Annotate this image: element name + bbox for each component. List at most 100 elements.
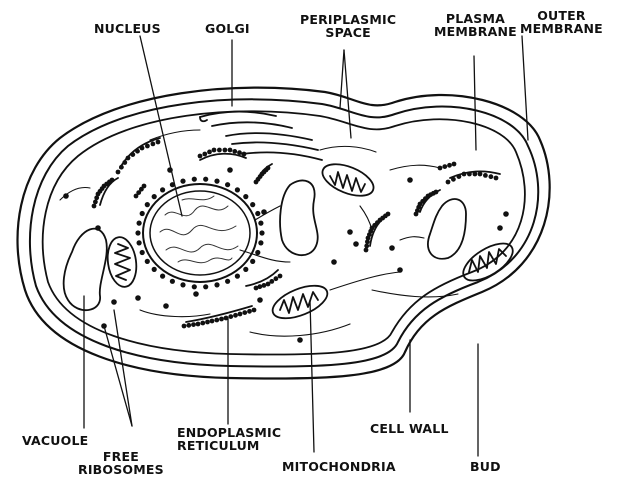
ribosome-dot — [223, 148, 228, 153]
vacuole-left — [64, 229, 107, 311]
ribosome-dot — [457, 174, 462, 179]
ribosome-dot — [489, 174, 494, 179]
ribosome-dot — [347, 229, 353, 235]
ribosome-dot — [145, 202, 150, 207]
ribosome-dot — [266, 166, 271, 171]
ribosome-dot — [214, 179, 219, 184]
ribosome-dot — [467, 172, 472, 177]
ribosome-dot — [110, 178, 115, 183]
ribosome-dot — [247, 309, 252, 314]
ribosome-dot — [397, 267, 403, 273]
ribosome-dot — [151, 142, 156, 147]
ribosome-dot — [497, 225, 503, 231]
leader-mitochondria — [310, 300, 314, 452]
ribosome-dot — [235, 187, 240, 192]
ribosome-dot — [156, 140, 161, 145]
ribosome-dot — [451, 177, 456, 182]
ribosome-dot — [478, 172, 483, 177]
ribosome-dot — [217, 148, 222, 153]
ribosome-dot — [111, 299, 117, 305]
ribosome-dot — [193, 291, 199, 297]
ribosome-dot — [446, 180, 451, 185]
ribosome-dot — [214, 318, 219, 323]
ribosome-dot — [152, 267, 157, 272]
label-outer-membrane: OUTER MEMBRANE — [520, 9, 603, 35]
ribosome-dot — [266, 282, 271, 287]
label-vacuole: VACUOLE — [22, 434, 88, 447]
ribosome-dot — [232, 149, 237, 154]
leader-plasma-membrane — [474, 56, 476, 150]
ribosome-dot — [192, 284, 197, 289]
ribosome-dot — [297, 337, 303, 343]
ribosome-dot — [225, 182, 230, 187]
nuclear-envelope-outer — [143, 184, 257, 282]
label-golgi: GOLGI — [205, 22, 250, 35]
label-endoplasmic-reticulum: ENDOPLASMIC RETICULUM — [177, 426, 281, 452]
label-plasma-membrane: PLASMA MEMBRANE — [434, 12, 517, 38]
label-free-ribosomes: FREE RIBOSOMES — [78, 450, 164, 476]
ribosome-dot — [243, 194, 248, 199]
ribosome-dot — [212, 148, 217, 153]
ribosome-dot — [219, 317, 224, 322]
ribosome-dot — [254, 286, 259, 291]
label-nucleus: NUCLEUS — [94, 22, 161, 35]
ribosome-dot — [238, 312, 243, 317]
ribosome-dot — [473, 172, 478, 177]
ribosome-dot — [180, 282, 185, 287]
ribosome-dot — [447, 163, 452, 168]
ribosome-dot — [93, 200, 98, 205]
ribosome-dot — [242, 152, 247, 157]
mitochondrion-center — [318, 158, 378, 202]
ribosome-dot — [210, 319, 215, 324]
ribosome-dot — [258, 240, 263, 245]
ribosome-dot — [160, 274, 165, 279]
ribosome-dot — [259, 230, 264, 235]
label-cell-wall: CELL WALL — [370, 422, 449, 435]
ribosome-dot — [407, 177, 413, 183]
ribosome-dot — [207, 150, 212, 155]
ribosome-dot — [242, 310, 247, 315]
chromatin — [160, 196, 238, 263]
ribosome-dot — [140, 250, 145, 255]
ribosomes — [63, 140, 509, 343]
ribosome-dot — [186, 323, 191, 328]
ribosome-dot — [274, 276, 279, 281]
ribosome-dot — [191, 322, 196, 327]
ribosome-dot — [442, 164, 447, 169]
ribosome-dot — [255, 211, 260, 216]
ribosome-dot — [142, 184, 147, 189]
leader-free-ribosomes-a — [114, 310, 132, 426]
ribosome-dot — [203, 284, 208, 289]
ribosome-dot — [160, 187, 165, 192]
vacuole-bud — [428, 199, 466, 259]
ribosome-dot — [243, 267, 248, 272]
leader-periplasmic-a — [340, 50, 344, 108]
ribosome-dot — [228, 148, 233, 153]
ribosome-dot — [258, 221, 263, 226]
ribosome-dot — [205, 320, 210, 325]
cytoplasm-lines — [60, 130, 458, 336]
ribosome-dot — [135, 149, 140, 154]
ribosome-dot — [170, 182, 175, 187]
ribosome-dot — [261, 209, 267, 215]
ribosome-dot — [122, 160, 127, 165]
ribosome-dot — [182, 324, 187, 329]
ribosome-dot — [192, 177, 197, 182]
ribosome-dot — [494, 176, 499, 181]
ribosome-dot — [353, 241, 359, 247]
leader-outer-membrane — [522, 36, 528, 140]
ribosome-dot — [257, 297, 263, 303]
ribosome-dot — [503, 211, 509, 217]
ribosome-dot — [452, 162, 457, 167]
ribosome-dot — [250, 202, 255, 207]
ribosome-dot — [200, 321, 205, 326]
ribosome-dot — [250, 259, 255, 264]
ribosome-dot — [434, 190, 439, 195]
ribosome-dot — [389, 245, 395, 251]
ribosome-dot — [135, 230, 140, 235]
ribosome-dot — [202, 152, 207, 157]
ribosome-dot — [228, 314, 233, 319]
ribosome-dot — [224, 316, 229, 321]
ribosome-dot — [167, 167, 173, 173]
